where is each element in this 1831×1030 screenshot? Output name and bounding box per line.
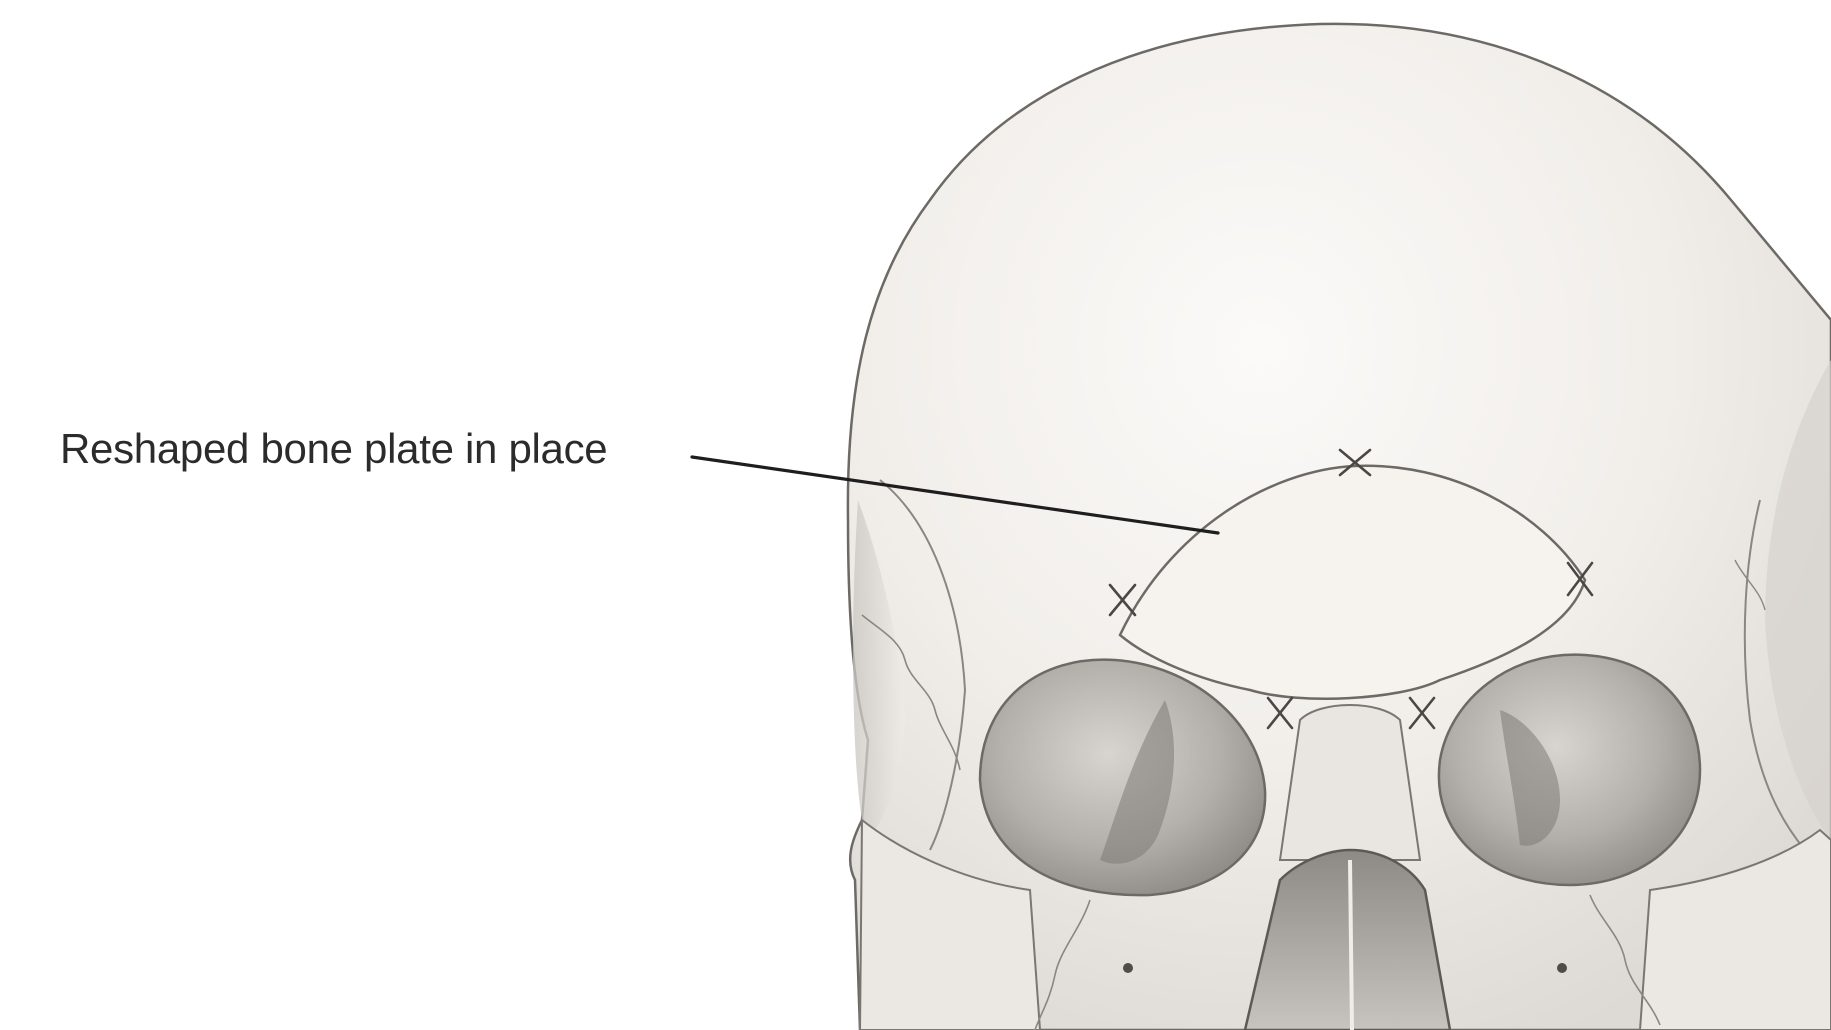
right-foramen: [1557, 963, 1567, 973]
bone-plate-label: Reshaped bone plate in place: [60, 425, 607, 473]
nasal-septum: [1350, 860, 1352, 1030]
nasal-bones: [1280, 705, 1420, 860]
left-foramen: [1123, 963, 1133, 973]
